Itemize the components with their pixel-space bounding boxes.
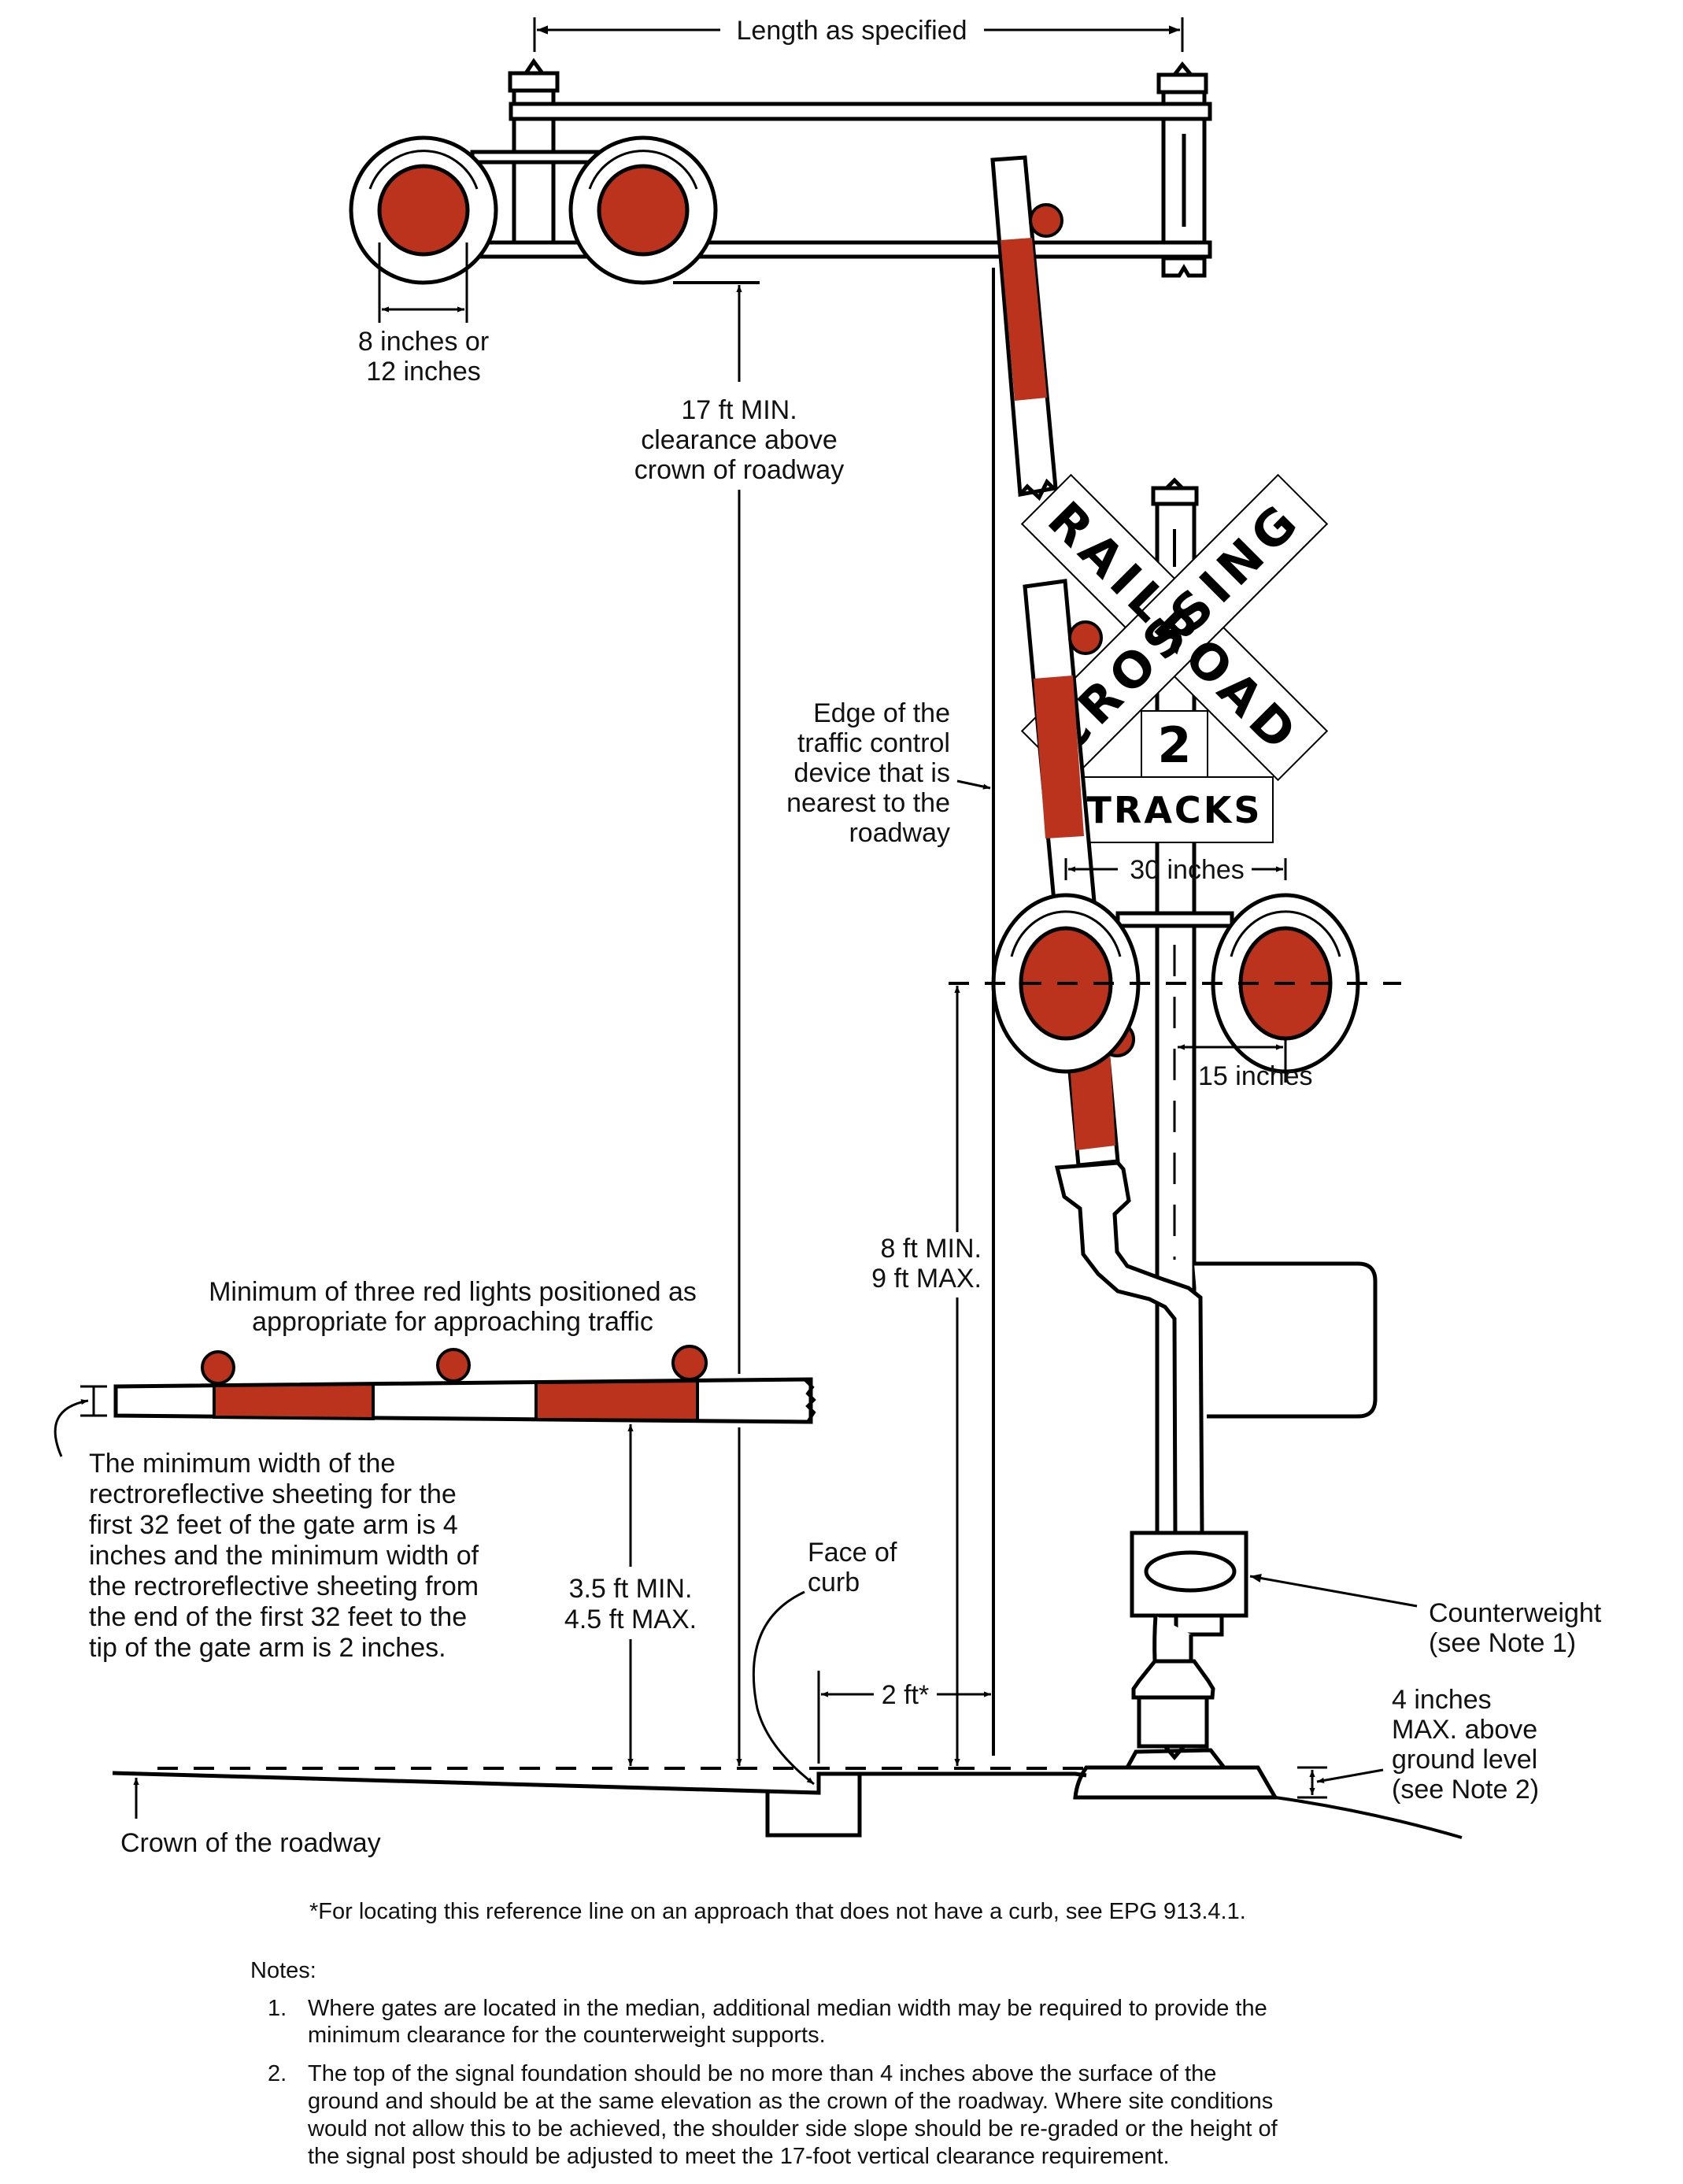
gate-light [671,1345,708,1381]
sheeting-annotation: The minimum width of the rectroreflectiv… [89,1449,479,1663]
footnote: *For locating this reference line on an … [309,1899,1246,1924]
foundation-label-2: MAX. above [1392,1715,1537,1745]
height-label-2: 9 ft MAX. [871,1264,982,1294]
roadway [112,1767,1463,1839]
curb-label-1: Face of [808,1538,897,1568]
upper-gate-arm [990,155,1063,502]
clearance-dimension: 17 ft MIN. clearance above crown of road… [634,281,844,1766]
tracks-text: TRACKS [1087,789,1263,831]
notes-section: Notes: 1. Where gates are located in the… [250,1958,1278,2169]
tracks-plate [1075,776,1274,843]
crown-annotation: Crown of the roadway [120,1778,381,1858]
gate-height-label-2: 4.5 ft MAX. [564,1605,697,1634]
gate-light [1029,203,1063,238]
notes-heading: Notes: [250,1958,316,1983]
crown-label: Crown of the roadway [120,1828,381,1858]
lens-size-dimension: 8 inches or 12 inches [358,242,489,387]
overhead-signal-light [568,135,718,285]
sheeting-line: inches and the minimum width of [89,1541,479,1571]
curb-label-2: curb [808,1568,860,1597]
edge-label-2: traffic control [797,728,950,758]
gate-height-dimension: 3.5 ft MIN. 4.5 ft MAX. [564,1424,697,1766]
gate-light [436,1348,471,1383]
offset-2ft-label: 2 ft* [882,1680,929,1710]
gate-light [201,1350,235,1385]
overhead-signal-light [349,135,498,285]
gate-light [1068,620,1103,655]
mast-base [1123,1613,1229,1770]
note-line: would not allow this to be achieved, the… [307,2116,1278,2141]
clearance-label-1: 17 ft MIN. [681,395,797,425]
sheeting-line: The minimum width of the [89,1449,395,1479]
road-surface [112,1771,1087,1795]
lens-size-label-1: 8 inches or [358,327,489,357]
note-line: minimum clearance for the counterweight … [308,2023,826,2048]
clearance-label-2: clearance above [641,425,838,455]
gate-arm-detail: Minimum of three red lights positioned a… [54,1277,816,1457]
track-count-plate [1141,710,1208,778]
note-line: Where gates are located in the median, a… [308,1996,1267,2021]
offset-2ft-dimension: 2 ft* [817,1671,991,1764]
note-line: the signal post should be adjusted to me… [308,2144,1170,2169]
spacing-15-label: 15 inches [1198,1061,1313,1091]
foundation-label-1: 4 inches [1392,1685,1492,1715]
height-label-1: 8 ft MIN. [881,1234,982,1264]
note-line: ground and should be at the same elevati… [308,2089,1273,2114]
counterweight-label-1: Counterweight [1429,1598,1602,1628]
signal-foundation [1073,1765,1279,1800]
right-post [1156,61,1208,278]
foundation-label-4: (see Note 2) [1392,1775,1539,1805]
track-count-number: 2 [1157,716,1191,774]
counterweight [1130,1531,1248,1618]
light-spacing-15-dimension: 15 inches [1178,1039,1313,1091]
sheeting-line: the end of the first 32 feet to the [89,1602,467,1632]
curb-annotation: Face of curb [752,1538,897,1786]
gate-lights-label-1: Minimum of three red lights positioned a… [209,1277,697,1307]
counterweight-annotation: Counterweight (see Note 1) [1249,1573,1602,1658]
mast-light-arm [1115,911,1234,928]
foundation-height-dimension: 4 inches MAX. above ground level (see No… [1297,1685,1539,1805]
gate-height-label-1: 3.5 ft MIN. [569,1574,693,1604]
red-lens [377,164,470,257]
length-dimension: Length as specified [533,16,1184,52]
note-number: 1. [268,1996,287,2021]
curb [765,1775,862,1838]
clearance-label-3: crown of roadway [634,455,844,485]
spacing-30-label: 30 inches [1130,855,1245,885]
length-label: Length as specified [737,16,967,46]
foundation-label-3: ground level [1392,1745,1537,1775]
cantilever-structure: Length as specified [349,16,1212,387]
sheeting-line: rectroreflective sheeting for the [89,1479,457,1509]
edge-label-5: roadway [849,818,950,848]
edge-label-4: nearest to the [786,788,950,818]
device-edge-annotation: Edge of the traffic control device that … [786,698,991,848]
counterweight-label-2: (see Note 1) [1429,1628,1576,1658]
red-lens [597,164,690,257]
edge-label-3: device that is [794,758,950,788]
control-cabinet [1194,1261,1378,1419]
sheeting-line: tip of the gate arm is 2 inches. [89,1633,446,1663]
light-spacing-30-dimension: 30 inches [1064,855,1287,885]
sheeting-line: first 32 feet of the gate arm is 4 [89,1510,458,1540]
ground-slope [1274,1796,1463,1839]
edge-label-1: Edge of the [813,698,950,728]
note-number: 2. [268,2061,287,2086]
sheeting-line: the rectroreflective sheeting from [89,1571,479,1601]
gate-lights-label-2: appropriate for approaching traffic [252,1307,653,1337]
note-line: The top of the signal foundation should … [308,2061,1216,2086]
top-crossbar [509,102,1212,121]
light-height-dimension: 8 ft MIN. 9 ft MAX. [871,986,982,1766]
lens-size-label-2: 12 inches [366,357,481,387]
